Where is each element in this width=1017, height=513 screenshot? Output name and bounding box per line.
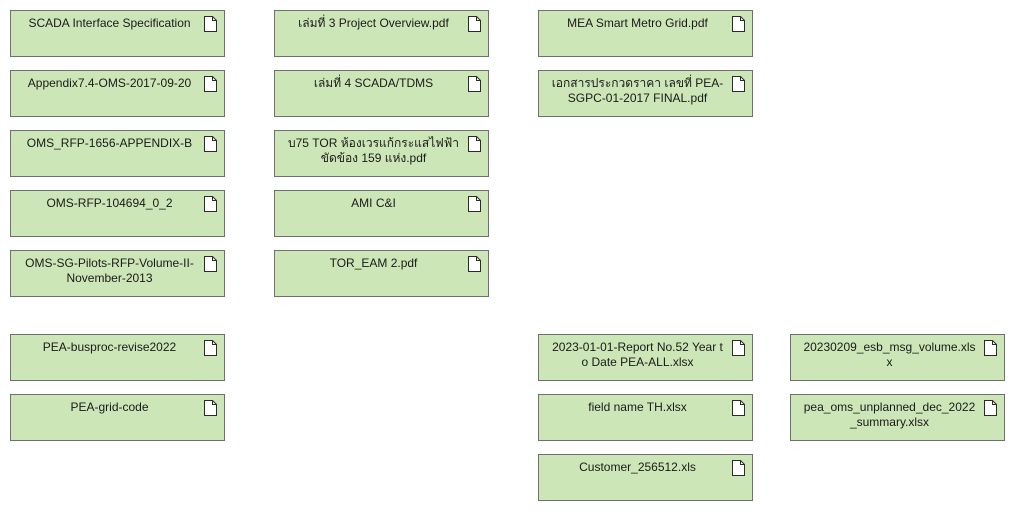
file-icon [204, 16, 217, 32]
file-icon [732, 340, 745, 356]
file-card-customer-256512[interactable]: Customer_256512.xls [538, 454, 753, 501]
file-icon [468, 196, 481, 212]
file-card-scada-interface-specification[interactable]: SCADA Interface Specification [10, 10, 225, 57]
file-card-appendix-oms[interactable]: Appendix7.4-OMS-2017-09-20 [10, 70, 225, 117]
file-card-label: Appendix7.4-OMS-2017-09-20 [27, 76, 192, 90]
file-icon [732, 76, 745, 92]
file-card-label: pea_oms_unplanned_dec_2022_summary.xlsx [803, 400, 976, 429]
file-card-pea-grid-code[interactable]: PEA-grid-code [10, 394, 225, 441]
file-card-esb-msg-volume[interactable]: 20230209_esb_msg_volume.xlsx [790, 334, 1005, 381]
file-card-label: เล่มที่ 4 SCADA/TDMS [313, 76, 434, 90]
file-card-tor-outage-rooms[interactable]: บ75 TOR ห้องเวรแก้กระแสไฟฟ้าขัดข้อง 159 … [274, 130, 489, 177]
file-card-label: 20230209_esb_msg_volume.xlsx [803, 340, 976, 369]
file-card-report-no52[interactable]: 2023-01-01-Report No.52 Year to Date PEA… [538, 334, 753, 381]
file-icon [204, 136, 217, 152]
file-card-oms-rfp-appendix-b[interactable]: OMS_RFP-1656-APPENDIX-B [10, 130, 225, 177]
file-card-pea-sgpc-tender[interactable]: เอกสารประกวดราคา เลขที่ PEA-SGPC-01-2017… [538, 70, 753, 117]
file-card-label: MEA Smart Metro Grid.pdf [567, 16, 708, 30]
file-icon [204, 400, 217, 416]
file-card-label: Customer_256512.xls [579, 460, 696, 474]
file-card-label: OMS-SG-Pilots-RFP-Volume-II-November-201… [25, 256, 194, 285]
file-card-tor-eam[interactable]: TOR_EAM 2.pdf [274, 250, 489, 297]
file-card-pea-busproc[interactable]: PEA-busproc-revise2022 [10, 334, 225, 381]
file-card-label: เอกสารประกวดราคา เลขที่ PEA-SGPC-01-2017… [551, 76, 724, 105]
file-icon [204, 256, 217, 272]
file-card-label: บ75 TOR ห้องเวรแก้กระแสไฟฟ้าขัดข้อง 159 … [288, 136, 459, 165]
file-icon [204, 340, 217, 356]
file-card-label: AMI C&I [351, 196, 396, 210]
file-icon [204, 196, 217, 212]
file-card-label: PEA-busproc-revise2022 [42, 340, 177, 354]
file-icon [468, 16, 481, 32]
file-card-label: OMS-RFP-104694_0_2 [46, 196, 173, 210]
file-card-scada-tdms[interactable]: เล่มที่ 4 SCADA/TDMS [274, 70, 489, 117]
file-card-field-name-th[interactable]: field name TH.xlsx [538, 394, 753, 441]
file-icon [732, 400, 745, 416]
file-card-label: PEA-grid-code [70, 400, 149, 414]
file-card-label: 2023-01-01-Report No.52 Year to Date PEA… [552, 340, 723, 369]
file-icon [468, 136, 481, 152]
file-card-oms-unplanned-summary[interactable]: pea_oms_unplanned_dec_2022_summary.xlsx [790, 394, 1005, 441]
file-icon [204, 76, 217, 92]
file-icon [984, 340, 997, 356]
file-card-mea-smart-metro-grid[interactable]: MEA Smart Metro Grid.pdf [538, 10, 753, 57]
file-icon [732, 460, 745, 476]
file-card-label: TOR_EAM 2.pdf [329, 256, 418, 270]
file-card-ami-ci[interactable]: AMI C&I [274, 190, 489, 237]
file-icon [984, 400, 997, 416]
file-card-label: เล่มที่ 3 Project Overview.pdf [298, 16, 449, 30]
file-icon [468, 256, 481, 272]
file-card-oms-sg-pilots-rfp[interactable]: OMS-SG-Pilots-RFP-Volume-II-November-201… [10, 250, 225, 297]
file-card-label: field name TH.xlsx [588, 400, 687, 414]
file-card-oms-rfp-104694[interactable]: OMS-RFP-104694_0_2 [10, 190, 225, 237]
file-card-project-overview[interactable]: เล่มที่ 3 Project Overview.pdf [274, 10, 489, 57]
file-icon [468, 76, 481, 92]
file-card-label: SCADA Interface Specification [28, 16, 191, 30]
file-icon [732, 16, 745, 32]
file-card-label: OMS_RFP-1656-APPENDIX-B [26, 136, 193, 150]
